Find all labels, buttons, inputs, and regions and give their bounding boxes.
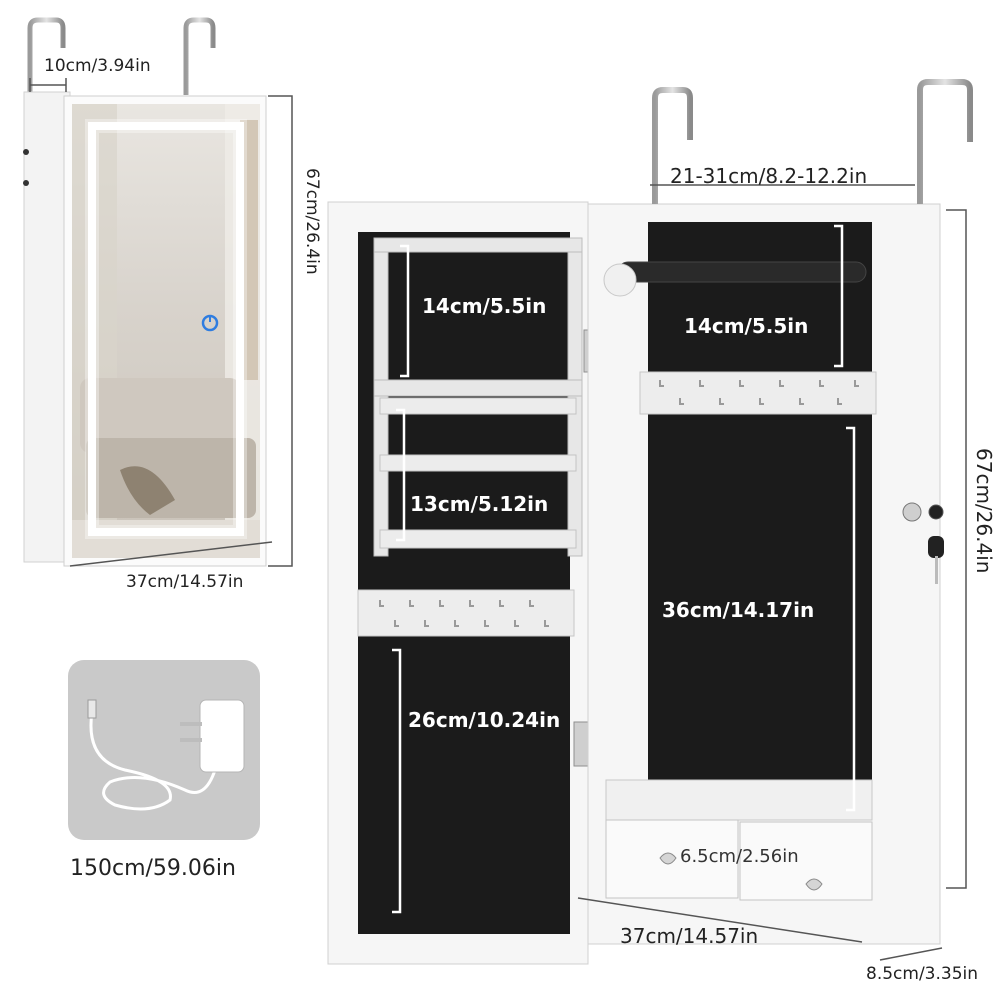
- cabinet-middle-bracket: [846, 426, 856, 812]
- depth-line: [879, 947, 943, 961]
- cabinet-velvet-panel: [648, 222, 872, 812]
- cabinet-top-section-label: 14cm/5.5in: [684, 314, 809, 338]
- open-cabinet: [327, 79, 973, 965]
- closed-height-label: 67cm/26.4in: [302, 168, 322, 275]
- right-drawer-handle-icon: [805, 878, 823, 891]
- cabinet-hook-bar: [639, 371, 877, 415]
- cabinet-middle-section-label: 36cm/14.17in: [662, 598, 815, 622]
- door-top-bracket: [400, 244, 410, 378]
- adapter-panel: [68, 660, 260, 840]
- door-middle-section-label: 13cm/5.12in: [410, 492, 549, 516]
- left-drawer-handle-icon: [659, 852, 677, 865]
- led-light-frame: [88, 122, 244, 536]
- drawer-height-label: 6.5cm/2.56in: [680, 846, 799, 867]
- door-middle-bracket: [396, 408, 406, 542]
- right-drawer: [739, 821, 873, 901]
- earring-bar-3: [379, 529, 577, 549]
- closed-width-line: [69, 541, 273, 567]
- door-hook-bar: [357, 589, 575, 637]
- closed-cabinet-side: [23, 91, 71, 563]
- door-bottom-section-label: 26cm/10.24in: [408, 708, 561, 732]
- power-adapter-icon: [199, 699, 245, 773]
- left-hook-icon: [27, 17, 66, 95]
- door-velvet-panel: [358, 232, 570, 934]
- earring-bar-2: [379, 454, 577, 472]
- earring-bar-1: [379, 397, 577, 415]
- cabinet-top-bracket: [834, 224, 844, 368]
- right-hook-icon: [183, 17, 216, 95]
- cabinet-left-hook-icon: [652, 87, 693, 204]
- cable-icon: [89, 711, 217, 811]
- necklace-rod: [617, 261, 867, 283]
- door-bottom-bracket: [392, 648, 402, 914]
- open-height-line: [946, 209, 967, 889]
- lock-icon: [902, 502, 922, 522]
- hook-range-label: 21-31cm/8.2-12.2in: [670, 164, 868, 188]
- key-icon: [928, 536, 944, 558]
- closed-cabinet: [23, 17, 293, 567]
- open-width-line: [577, 897, 863, 943]
- closed-width-label: 37cm/14.57in: [126, 572, 244, 592]
- closed-hook-depth-label: 10cm/3.94in: [44, 56, 151, 76]
- cabinet-right-hook-icon: [917, 79, 973, 204]
- drawer-shelf: [605, 779, 873, 821]
- open-height-label: 67cm/26.4in: [972, 448, 996, 574]
- touch-button-icon: [201, 314, 219, 332]
- cable-length-label: 150cm/59.06in: [70, 856, 236, 881]
- door-top-section-label: 14cm/5.5in: [422, 294, 547, 318]
- open-width-label: 37cm/14.57in: [620, 924, 759, 948]
- depth-label: 8.5cm/3.35in: [866, 964, 979, 984]
- closed-height-line: [268, 95, 293, 567]
